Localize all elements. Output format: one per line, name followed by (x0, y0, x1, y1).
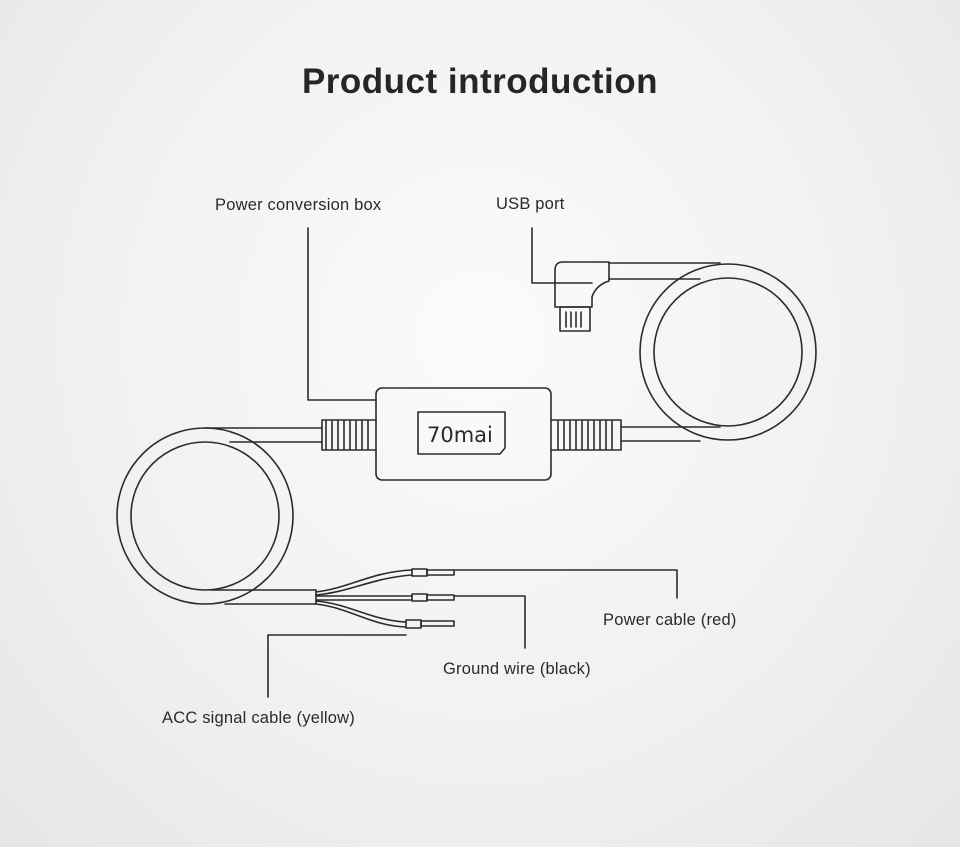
right-cable-coil (639, 263, 817, 441)
right-strain-relief (550, 419, 622, 451)
label-ground-wire: Ground wire (black) (443, 660, 591, 678)
label-acc-signal-cable: ACC signal cable (yellow) (162, 709, 355, 727)
leader-acc-cable (267, 634, 407, 698)
power-conversion-box: 70mai (375, 387, 552, 481)
left-cable-coil (116, 427, 294, 605)
split-wires (315, 569, 413, 628)
page-title: Product introduction (301, 62, 659, 101)
left-strain-relief (321, 419, 377, 451)
label-power-conversion-box: Power conversion box (215, 196, 382, 214)
leader-power-cable (453, 569, 678, 599)
brand-logo: 70mai (427, 423, 493, 447)
leader-usb-port (531, 227, 556, 284)
usb-connector (554, 261, 610, 332)
label-usb-port: USB port (496, 195, 565, 213)
leader-power-box (307, 227, 377, 401)
leader-ground-wire (453, 595, 526, 649)
label-power-cable: Power cable (red) (603, 611, 737, 629)
wire-terminals (405, 568, 455, 629)
